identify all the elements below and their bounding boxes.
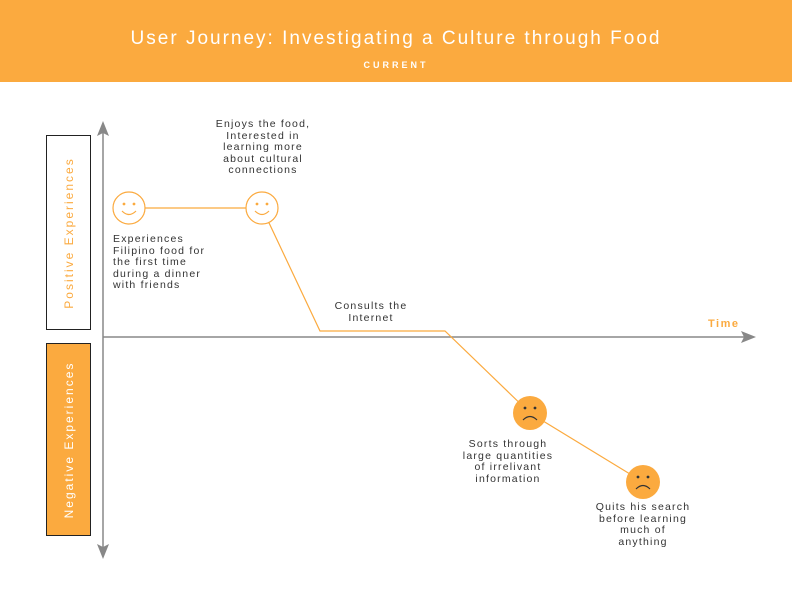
time-axis bbox=[103, 331, 756, 343]
smiley-face-icon bbox=[245, 191, 279, 225]
experience-axis-bottom-arrowhead bbox=[97, 544, 109, 559]
note-line: Consults the bbox=[334, 300, 408, 312]
negative-experiences-box: Negative Experiences bbox=[46, 343, 91, 536]
negative-experiences-label: Negative Experiences bbox=[61, 361, 76, 518]
note-line: the first time bbox=[113, 256, 187, 268]
note-line: about cultural bbox=[223, 152, 303, 165]
journey-step-3-note: Consults the Internet bbox=[316, 300, 426, 324]
experience-axis-top-arrowhead bbox=[97, 121, 109, 136]
smiley-face-icon bbox=[112, 191, 146, 225]
journey-step-2-note: Enjoys the food, Interested in learning … bbox=[193, 118, 333, 177]
time-axis-label: Time bbox=[708, 318, 740, 330]
positive-experiences-box: Positive Experiences bbox=[46, 135, 91, 330]
positive-experiences-label: Positive Experiences bbox=[61, 156, 76, 309]
time-axis-arrowhead bbox=[741, 331, 756, 343]
note-line: during a dinner bbox=[113, 267, 202, 280]
note-line: Enjoys the food, bbox=[215, 118, 311, 130]
note-line: Experiences bbox=[113, 233, 184, 245]
frowning-face-icon bbox=[626, 465, 660, 499]
journey-step-5-note: Quits his search before learning much of… bbox=[573, 501, 713, 548]
note-line: Interested in bbox=[226, 129, 300, 142]
journey-path bbox=[129, 207, 644, 483]
journey-step-4-note: Sorts through large quantities of irreli… bbox=[438, 438, 578, 485]
note-line: of irrelivant bbox=[474, 461, 542, 473]
journey-step-2-marker bbox=[245, 191, 279, 225]
note-line: Sorts through bbox=[468, 438, 548, 450]
page-subtitle: CURRENT bbox=[363, 60, 429, 70]
journey-step-1-marker bbox=[112, 191, 146, 225]
journey-step-5-marker bbox=[626, 465, 660, 499]
note-line: large quantities bbox=[462, 449, 554, 462]
note-line: Quits his search bbox=[595, 501, 691, 513]
note-line: Filipino food for bbox=[113, 244, 206, 257]
note-line: with friends bbox=[113, 279, 181, 291]
note-line: learning more bbox=[223, 141, 303, 153]
note-line: before learning bbox=[598, 512, 688, 525]
note-line: connections bbox=[228, 164, 298, 176]
frowning-face-icon bbox=[513, 396, 547, 430]
journey-step-4-marker bbox=[513, 396, 547, 430]
note-line: anything bbox=[618, 535, 668, 548]
note-line: information bbox=[475, 472, 541, 485]
note-line: Internet bbox=[348, 311, 394, 324]
page-title: User Journey: Investigating a Culture th… bbox=[130, 28, 662, 49]
header-banner: User Journey: Investigating a Culture th… bbox=[0, 0, 792, 82]
note-line: much of bbox=[620, 524, 666, 536]
experience-axis bbox=[97, 121, 109, 559]
journey-step-1-note: Experiences Filipino food for the first … bbox=[113, 233, 206, 292]
